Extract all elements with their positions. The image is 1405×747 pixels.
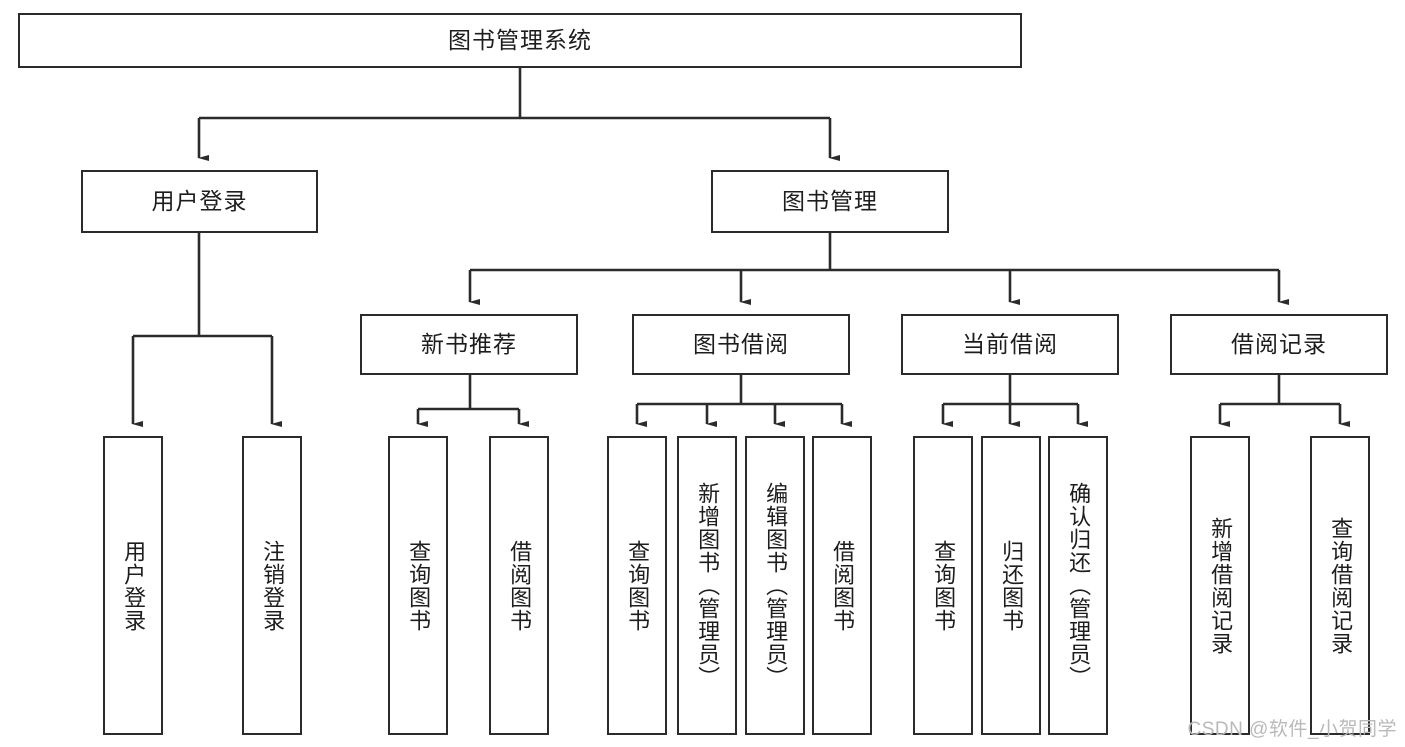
- leaf-query-borrow-record[interactable]: 查询借阅记录: [1310, 436, 1370, 735]
- leaf-return-book-label: 归还图书: [999, 539, 1025, 632]
- leaf-query-book-2-label: 查询图书: [625, 539, 651, 632]
- node-new-book-recommend[interactable]: 新书推荐: [360, 314, 578, 375]
- leaf-query-book-1-label: 查询图书: [406, 539, 432, 632]
- node-book-manage-label: 图书管理: [782, 187, 878, 214]
- node-root[interactable]: 图书管理系统: [18, 13, 1022, 68]
- leaf-borrow-book-2[interactable]: 借阅图书: [812, 436, 872, 735]
- leaf-edit-book[interactable]: 编辑图书（管理员）: [745, 436, 805, 735]
- leaf-user-login-label: 用户登录: [121, 539, 147, 632]
- node-new-book-recommend-label: 新书推荐: [421, 330, 517, 357]
- csdn-watermark: CSDN @软件_小贺同学: [1187, 719, 1397, 740]
- leaf-return-book[interactable]: 归还图书: [981, 436, 1041, 735]
- leaf-query-book-2[interactable]: 查询图书: [607, 436, 667, 735]
- node-book-manage[interactable]: 图书管理: [711, 170, 949, 233]
- node-book-borrow[interactable]: 图书借阅: [632, 314, 850, 375]
- node-user-login-label: 用户登录: [151, 187, 248, 214]
- leaf-query-book-3[interactable]: 查询图书: [913, 436, 973, 735]
- leaf-add-borrow-record-label: 新增借阅记录: [1208, 516, 1234, 655]
- node-book-borrow-label: 图书借阅: [693, 330, 789, 357]
- leaf-borrow-book-2-label: 借阅图书: [830, 539, 856, 632]
- leaf-logout-label: 注销登录: [260, 539, 286, 632]
- node-root-label: 图书管理系统: [448, 26, 592, 53]
- leaf-add-borrow-record[interactable]: 新增借阅记录: [1190, 436, 1250, 735]
- leaf-logout[interactable]: 注销登录: [242, 436, 302, 735]
- leaf-confirm-return-label: 确认归还（管理员）: [1066, 482, 1092, 689]
- leaf-confirm-return[interactable]: 确认归还（管理员）: [1048, 436, 1108, 735]
- leaf-query-borrow-record-label: 查询借阅记录: [1328, 516, 1354, 655]
- leaf-edit-book-label: 编辑图书（管理员）: [763, 482, 789, 689]
- leaf-query-book-3-label: 查询图书: [931, 539, 957, 632]
- node-current-borrow-label: 当前借阅: [962, 330, 1058, 357]
- node-borrow-record[interactable]: 借阅记录: [1170, 314, 1388, 375]
- leaf-borrow-book-1[interactable]: 借阅图书: [489, 436, 549, 735]
- leaf-add-book-label: 新增图书（管理员）: [695, 482, 721, 689]
- leaf-borrow-book-1-label: 借阅图书: [507, 539, 533, 632]
- node-user-login[interactable]: 用户登录: [81, 170, 318, 233]
- node-borrow-record-label: 借阅记录: [1231, 330, 1327, 357]
- leaf-add-book[interactable]: 新增图书（管理员）: [677, 436, 737, 735]
- leaf-user-login[interactable]: 用户登录: [103, 436, 163, 735]
- leaf-query-book-1[interactable]: 查询图书: [388, 436, 448, 735]
- node-current-borrow[interactable]: 当前借阅: [901, 314, 1119, 375]
